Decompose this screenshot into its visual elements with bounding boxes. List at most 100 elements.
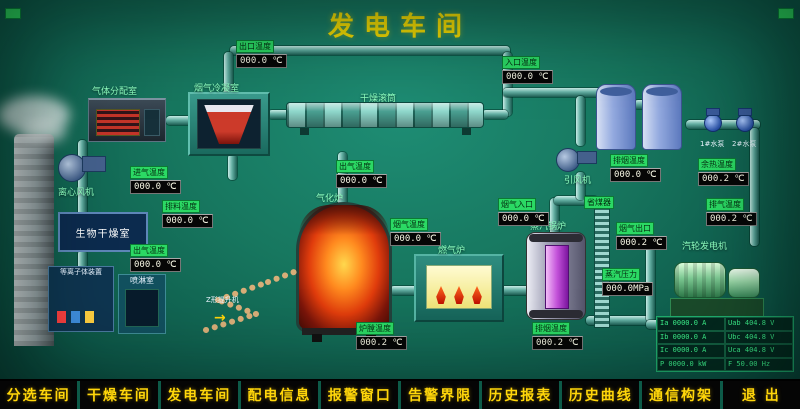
gauge-label: 排料温度 [162, 200, 200, 213]
generator-base [670, 298, 764, 318]
label-economizer: 省煤器 [584, 196, 614, 209]
readout-cell: Ubc 404.8 V [725, 330, 793, 344]
water-tank-2 [642, 84, 682, 150]
gasifier-leg [312, 334, 322, 342]
gauge-value: 000.2 ℃ [698, 172, 749, 186]
menu-item-communication-frame[interactable]: 通信构架 [642, 381, 723, 409]
flame-icon [454, 286, 464, 304]
pipe-segment [646, 238, 655, 322]
readout-cell: F 50.00 Hz [725, 357, 793, 371]
gauge-value: 000.2 ℃ [706, 212, 757, 226]
menu-item-sorting-workshop[interactable]: 分选车间 [0, 381, 81, 409]
gauge-label: 排气温度 [706, 198, 744, 211]
menu-item-history-curve[interactable]: 历史曲线 [562, 381, 643, 409]
pipe-segment [268, 110, 292, 119]
turbine-generator-set [670, 250, 764, 320]
gauge-fluegas-outlet: 烟气出口 000.2 ℃ [616, 222, 667, 250]
pipe-segment [230, 46, 510, 55]
gasifier-vessel [296, 202, 392, 332]
gauge-discharge-temp: 排料温度 000.0 ℃ [162, 200, 213, 228]
gauge-value: 000.2 ℃ [356, 336, 407, 350]
generator-cylinder [728, 268, 760, 298]
gauge-waste-heat-temp: 余热温度 000.2 ℃ [698, 158, 749, 186]
pipe-segment [634, 100, 646, 109]
gauge-value: 000.0MPa [602, 282, 654, 296]
menu-item-drying-workshop[interactable]: 干燥车间 [80, 381, 161, 409]
gauge-inlet-temp: 入口温度 000.0 ℃ [502, 56, 553, 84]
element-blue [71, 311, 80, 323]
label-gas-furnace: 燃气炉 [438, 246, 466, 256]
boiler-core [545, 245, 569, 309]
boiler-top-cap [529, 234, 583, 242]
gas-furnace [414, 254, 504, 322]
menu-item-power-workshop[interactable]: 发电车间 [161, 381, 241, 409]
pipe-segment [503, 52, 512, 116]
flow-arrow-icon: → [214, 310, 226, 326]
gauge-outgas-temp-2: 出气温度 000.0 ℃ [336, 160, 387, 188]
spray-room-label: 喷淋室 [130, 276, 154, 285]
gauge-label: 排烟温度 [610, 154, 648, 167]
pipe-segment [166, 116, 192, 125]
menu-item-history-report[interactable]: 历史报表 [482, 381, 563, 409]
gauge-value: 000.0 ℃ [162, 214, 213, 228]
pump-1-motor [706, 108, 720, 116]
flame-icon [436, 286, 446, 304]
gauge-exhaust-gas-temp: 排气温度 000.2 ℃ [706, 198, 757, 226]
gauge-label: 烟气入口 [498, 198, 536, 211]
bottom-menu: 分选车间 干燥车间 发电车间 配电信息 报警窗口 告警界限 历史报表 历史曲线 … [0, 379, 800, 409]
gauge-label: 进气温度 [130, 166, 168, 179]
gauge-label: 入口温度 [502, 56, 540, 69]
gas-distribution-room [88, 98, 166, 142]
flame-icon [472, 286, 482, 304]
side-panel [144, 109, 160, 136]
readout-cell: Uab 404.8 V [725, 317, 793, 331]
turbine-cylinder [674, 262, 726, 298]
gauge-stack-temp: 排烟温度 000.2 ℃ [532, 322, 583, 350]
gauge-label: 烟气出口 [616, 222, 654, 235]
gauge-value: 000.0 ℃ [130, 180, 181, 194]
drum-leg [300, 128, 309, 135]
pipe-segment [482, 110, 508, 119]
menu-item-alarm-limits[interactable]: 告警界限 [401, 381, 482, 409]
pipe-segment [228, 154, 237, 180]
plasma-elements [57, 311, 94, 323]
menu-item-exit[interactable]: 退 出 [741, 388, 781, 404]
menu-item-power-distribution-info[interactable]: 配电信息 [241, 381, 322, 409]
spray-room: 喷淋室 [118, 274, 166, 334]
economizer-coil [594, 204, 610, 328]
readout-cell: Ia 0000.0 A [657, 317, 725, 331]
gauge-value: 000.0 ℃ [336, 174, 387, 188]
pipe-segment [554, 196, 598, 205]
gauge-value: 000.0 ℃ [610, 168, 661, 182]
pipe-segment [586, 316, 650, 325]
label-turbine-generator: 汽轮发电机 [682, 242, 728, 252]
pump-1-label: 1#水泵 [700, 140, 725, 148]
louver-grille [96, 109, 140, 136]
gauge-value: 000.0 ℃ [390, 232, 441, 246]
gauge-value: 000.2 ℃ [616, 236, 667, 250]
gauge-fluegas-temp: 烟气温度 000.0 ℃ [390, 218, 441, 246]
pipe-segment [550, 198, 559, 236]
condenser-window [197, 99, 261, 149]
gauge-exhaust-temp: 排烟温度 000.0 ℃ [610, 154, 661, 182]
pipe-segment [576, 96, 585, 146]
chimney [14, 134, 54, 346]
gauge-value: 000.2 ℃ [532, 336, 583, 350]
generator-readout-panel: Ia 0000.0 A Uab 404.8 V Ib 0000.0 A Ubc … [656, 316, 794, 372]
gauge-label: 烟气温度 [390, 218, 428, 231]
status-indicator-left [5, 8, 21, 19]
gauge-value: 000.0 ℃ [502, 70, 553, 84]
gauge-label: 余热温度 [698, 158, 736, 171]
drying-drum [286, 102, 484, 128]
water-tank-1 [596, 84, 636, 150]
menu-item-alarm-window[interactable]: 报警窗口 [321, 381, 402, 409]
plasma-device: 等离子体装置 [48, 266, 114, 332]
element-yellow [85, 311, 94, 323]
label-drying-drum: 干燥滚筒 [360, 94, 397, 104]
readout-cell: Ib 0000.0 A [657, 330, 725, 344]
label-induced-fan: 引风机 [564, 176, 592, 186]
induced-fan-motor [577, 151, 597, 164]
drum-leg [462, 128, 471, 135]
gauge-value: 000.0 ℃ [130, 258, 181, 272]
